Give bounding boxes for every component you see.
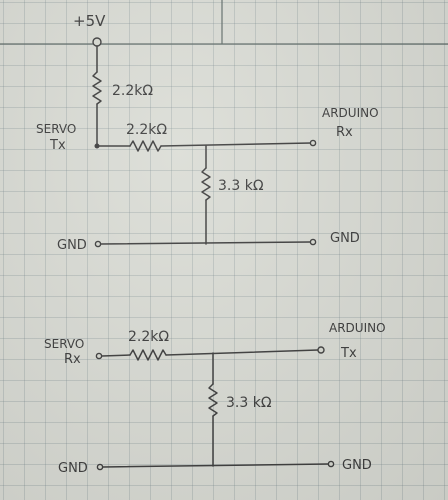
servo-rx-label-line1: SERVO <box>44 337 84 351</box>
top-gnd-right-terminal <box>309 238 317 246</box>
supply-label: +5V <box>73 12 106 30</box>
bottom-gnd-right-label: GND <box>342 458 372 473</box>
bottom-ground-wire <box>102 463 329 468</box>
top-gnd-left-terminal <box>94 240 102 248</box>
top-ground-wire <box>100 241 311 245</box>
arduino-rx-label-line1: ARDUINO <box>322 106 379 120</box>
top-series-resistor <box>129 140 162 152</box>
top-shunt-resistor-label: 3.3 kΩ <box>218 178 264 194</box>
servo-rx-label-line2: Rx <box>64 352 81 367</box>
top-gnd-left-label: GND <box>57 238 87 253</box>
top-series-resistor-label: 2.2kΩ <box>126 122 167 138</box>
servo-rx-terminal <box>95 352 103 360</box>
pullup-resistor-label: 2.2kΩ <box>112 83 153 99</box>
arduino-tx-terminal <box>317 346 325 354</box>
top-signal-wire <box>160 142 312 147</box>
top-shunt-resistor <box>201 167 211 201</box>
bottom-shunt-resistor <box>208 383 218 417</box>
bottom-series-resistor-label: 2.2kΩ <box>128 329 169 345</box>
bottom-gnd-left-terminal <box>96 463 104 471</box>
arduino-rx-label-line2: Rx <box>336 125 353 140</box>
top-gnd-right-label: GND <box>330 231 360 246</box>
arduino-tx-label-line1: ARDUINO <box>329 321 386 335</box>
servo-tx-label-line2: Tx <box>49 138 66 153</box>
servo-rx-wire <box>101 354 131 357</box>
supply-terminal <box>92 37 102 47</box>
bottom-gnd-left-label: GND <box>58 461 88 476</box>
bottom-signal-wire <box>165 349 319 356</box>
arduino-tx-label-line2: Tx <box>340 346 357 361</box>
pullup-resistor <box>92 71 102 105</box>
arduino-rx-terminal <box>309 139 317 147</box>
bottom-shunt-resistor-label: 3.3 kΩ <box>226 395 272 411</box>
bottom-gnd-right-terminal <box>327 460 335 468</box>
servo-tx-label-line1: SERVO <box>36 122 76 136</box>
bottom-series-resistor <box>129 349 167 361</box>
